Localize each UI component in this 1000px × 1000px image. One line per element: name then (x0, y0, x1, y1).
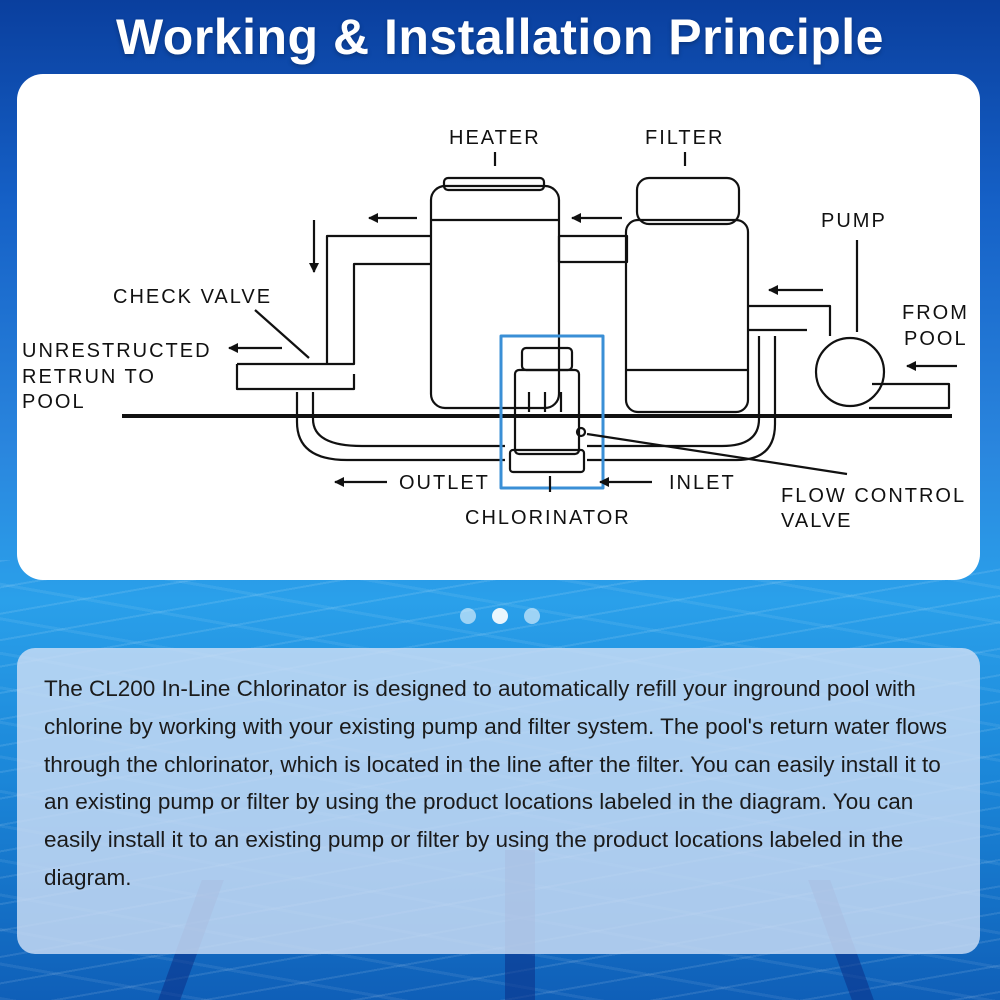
heater-cap (442, 176, 546, 192)
label-chlorinator: CHLORINATOR (465, 507, 631, 529)
diagram-card: HEATER FILTER PUMP FROM POOL CHECK VALVE… (17, 74, 980, 580)
label-return: RETRUN TO (22, 366, 156, 388)
carousel-dot[interactable] (459, 608, 476, 624)
carousel-dot-active[interactable] (492, 608, 508, 624)
label-flow-control: FLOW CONTROL (781, 485, 966, 507)
label-inlet: INLET (669, 472, 736, 494)
bypass-loop (295, 392, 505, 462)
chlorinator-body (513, 368, 581, 456)
label-pump: PUMP (821, 210, 887, 232)
page-title: Working & Installation Principle (116, 9, 884, 65)
pool-inlet-pipe (869, 382, 951, 410)
description-card: The CL200 In-Line Chlorinator is designe… (17, 648, 980, 954)
label-heater: HEATER (449, 127, 541, 149)
label-return: POOL (22, 391, 86, 413)
filter-body (624, 218, 750, 414)
pump-body (814, 336, 886, 408)
label-outlet: OUTLET (399, 472, 490, 494)
bypass-loop-right (587, 336, 777, 462)
label-filter: FILTER (645, 127, 724, 149)
installation-diagram: HEATER FILTER PUMP FROM POOL CHECK VALVE… (22, 127, 969, 532)
label-check-valve: CHECK VALVE (113, 286, 272, 308)
flow-control-knob (575, 426, 587, 438)
chlorinator-base (508, 448, 586, 474)
chlorinator-highlight (499, 334, 605, 490)
heater-filter-pipe (557, 234, 629, 264)
description-text: The CL200 In-Line Chlorinator is designe… (44, 676, 948, 890)
label-flow-control: VALVE (781, 510, 853, 532)
return-pipe (235, 234, 430, 391)
filter-top (635, 176, 741, 226)
heater-tank (429, 184, 561, 410)
pump-pipe (748, 304, 832, 336)
label-from-pool: POOL (904, 328, 968, 350)
carousel-dot[interactable] (524, 608, 541, 624)
label-return: UNRESTRUCTED (22, 340, 212, 362)
label-from-pool: FROM (902, 302, 969, 324)
chlorinator-cap (520, 346, 574, 372)
carousel-dots (0, 608, 1000, 629)
